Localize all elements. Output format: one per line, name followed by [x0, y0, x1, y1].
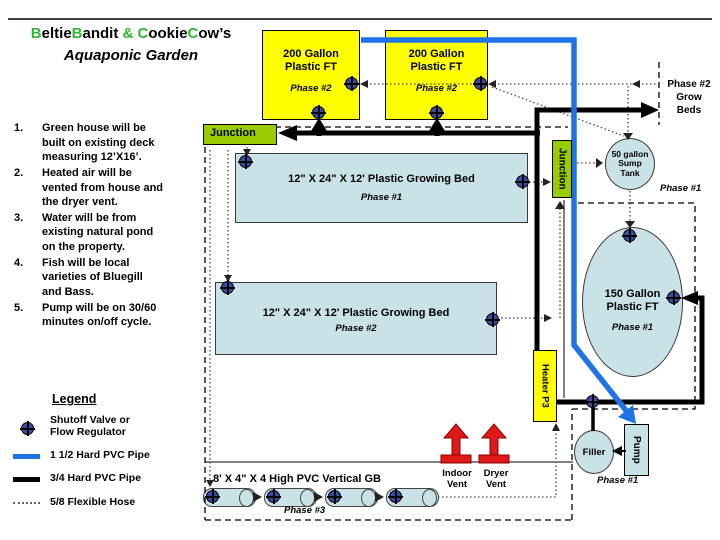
note-item: 3.Water will be from existing natural po… [14, 211, 154, 253]
legend-item-blue-pipe: 1 1/2 Hard PVC Pipe [50, 449, 150, 461]
shutoff-valve [206, 490, 219, 503]
shutoff-valve [345, 77, 358, 90]
shutoff-valve [312, 106, 325, 119]
shutoff-valve [623, 229, 636, 242]
phase-label: Phase #2 [335, 323, 377, 334]
phase-label: Phase #2 [415, 83, 458, 94]
shutoff-valve [267, 490, 280, 503]
shutoff-valve [474, 77, 487, 90]
shutoff-valve [239, 155, 252, 168]
junction-box-top: Junction [203, 124, 277, 145]
legend-item-black-pipe: 3/4 Hard PVC Pipe [50, 472, 142, 484]
blue-pipe-legend-icon [13, 454, 40, 459]
legend-item-valve: Shutoff Valve or Flow Regulator [50, 414, 130, 438]
note-item: 5.Pump will be on 30/60 minutes on/off c… [14, 301, 157, 329]
legend-title: Legend [52, 392, 97, 406]
shutoff-valve [389, 490, 402, 503]
pump-phase-label: Phase #1 [597, 475, 639, 486]
notes-list: 1.Green house will be built on existing … [14, 121, 184, 331]
shutoff-valve [667, 291, 680, 304]
vertical-gb-label: 8' X 4" X 4 High PVC Vertical GB [213, 473, 382, 485]
note-item: 1.Green house will be built on existing … [14, 122, 155, 164]
legend-item-hose: 5/8 Flexible Hose [50, 496, 136, 508]
growing-bed-1: 12" X 24" X 12' Plastic Growing Bed Phas… [235, 153, 528, 223]
vertical-gb-phase-label: Phase #3 [284, 505, 326, 516]
title-line2: Aquaponic Garden [63, 47, 199, 64]
note-item: 2.Heated air will be vented from house a… [14, 166, 164, 209]
note-item: 4.Fish will be local varieties of Bluegi… [14, 256, 143, 298]
future-grow-beds-label: Phase #2 Grow Beds [667, 79, 711, 116]
shutoff-valve [328, 490, 341, 503]
flexible-hose-legend-icon [13, 502, 40, 504]
heater-p3: Heater P3 [533, 350, 557, 422]
phase-label: Phase #2 [290, 83, 332, 94]
shutoff-valve-legend-icon [21, 422, 34, 435]
shutoff-valve [486, 313, 499, 326]
black-pipe-legend-icon [13, 477, 40, 482]
growing-bed-2: 12" X 24" X 12' Plastic Growing Bed Phas… [215, 282, 497, 355]
title-line1: BeltieBandit & CookieCow’s [30, 25, 232, 42]
page-title: BeltieBandit & CookieCow’s Aquaponic Gar… [6, 24, 256, 65]
sump-phase-label: Phase #1 [660, 183, 702, 194]
filler: Filler [574, 430, 614, 474]
shutoff-valve [221, 281, 234, 294]
shutoff-valve [516, 175, 529, 188]
pump: Pump [624, 424, 649, 476]
shutoff-valve [586, 395, 599, 408]
phase-label: Phase #1 [360, 192, 403, 203]
phase-label: Phase #1 [611, 322, 654, 333]
junction-box-right: Junction [552, 140, 572, 198]
shutoff-valve [430, 106, 443, 119]
sump-tank-50-gallon: 50 gallon Sump Tank [605, 138, 655, 190]
